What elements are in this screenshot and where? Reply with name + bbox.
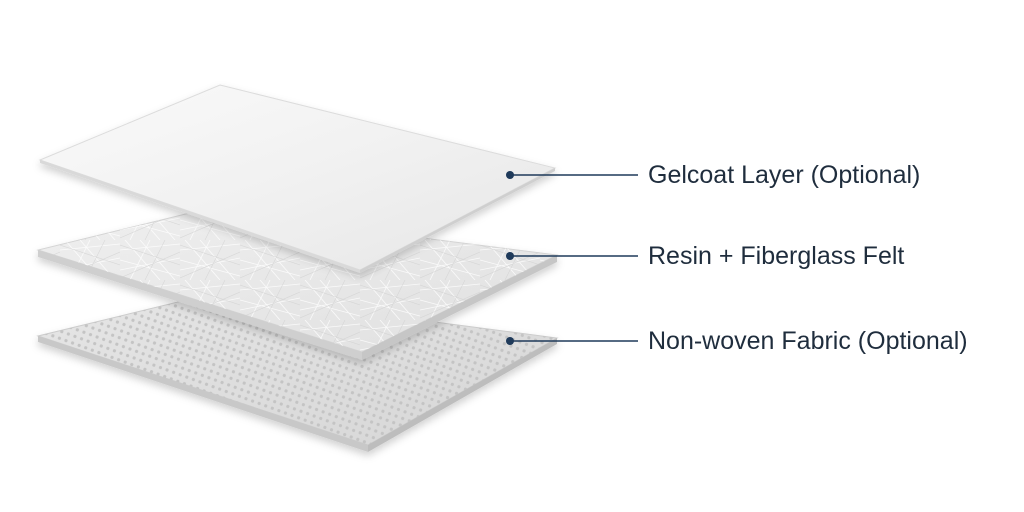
- leader-line-felt: [506, 252, 638, 260]
- fabric-layer-label: Non-woven Fabric (Optional): [648, 327, 968, 355]
- leader-line-fabric: [506, 337, 638, 345]
- leader-dot: [506, 337, 514, 345]
- gelcoat-layer-label: Gelcoat Layer (Optional): [648, 161, 921, 189]
- leader-line-gelcoat: [506, 171, 638, 179]
- gelcoat-layer: [38, 84, 557, 273]
- felt-layer-label: Resin + Fiberglass Felt: [648, 242, 905, 270]
- felt-layer: [36, 209, 559, 360]
- leader-dot: [506, 252, 514, 260]
- leader-dot: [506, 171, 514, 179]
- fabric-layer: [36, 292, 559, 452]
